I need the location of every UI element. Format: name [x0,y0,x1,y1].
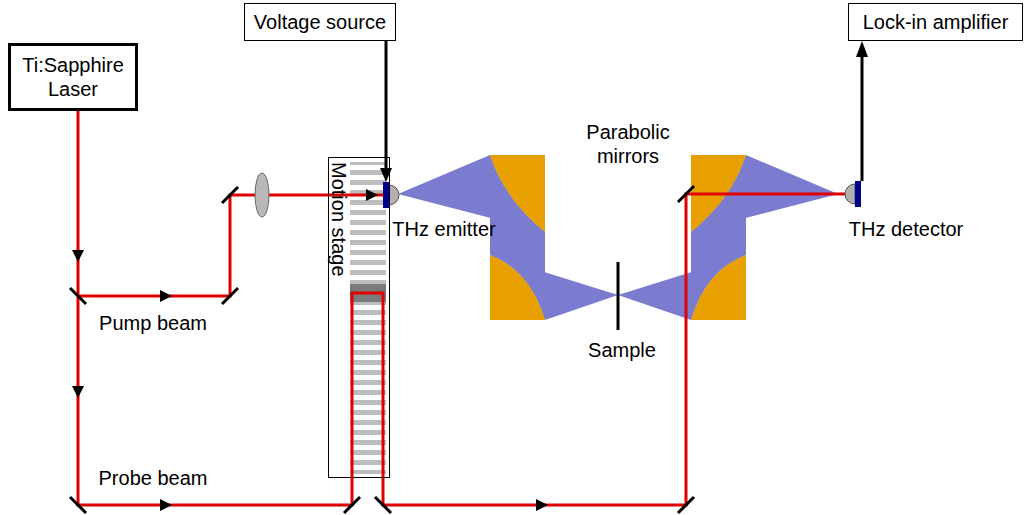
node-text: Voltage source [254,10,386,34]
detector-lens [845,184,855,204]
laser-beam [78,110,848,505]
detector-antenna [855,181,861,207]
stage-rail [350,162,386,474]
component-label: Sample [588,338,656,362]
flat-mirror [70,186,694,513]
signal-wire [386,41,862,181]
node-text: Motion stage [327,162,351,277]
component-label: Parabolic mirrors [578,120,678,168]
wire-arrowhead [380,168,392,182]
beam-label: Probe beam [99,466,208,490]
focusing-lens [255,173,269,217]
wire-arrowhead [856,41,868,57]
parabolic-mirror [490,155,545,232]
beam-label: Pump beam [99,311,207,335]
node-text: Ti:Sapphire Laser [14,53,132,101]
emitter-lens [389,185,399,205]
parabolic-mirror [691,255,746,320]
node-text: Lock-in amplifier [863,10,1009,34]
sample-plate [617,262,620,330]
thz-beam-right [618,155,838,320]
instrument-box: Voltage source [244,3,396,41]
laser-box: Ti:Sapphire Laser [8,43,138,111]
component-label: THz detector [849,217,963,241]
motion-stage: Motion stage [328,157,390,478]
parabolic-mirror [490,255,545,320]
instrument-box: Lock-in amplifier [848,3,1023,41]
emitter-antenna [383,182,389,208]
beam-arrowhead [72,189,548,511]
component-label: THz emitter [392,217,495,241]
